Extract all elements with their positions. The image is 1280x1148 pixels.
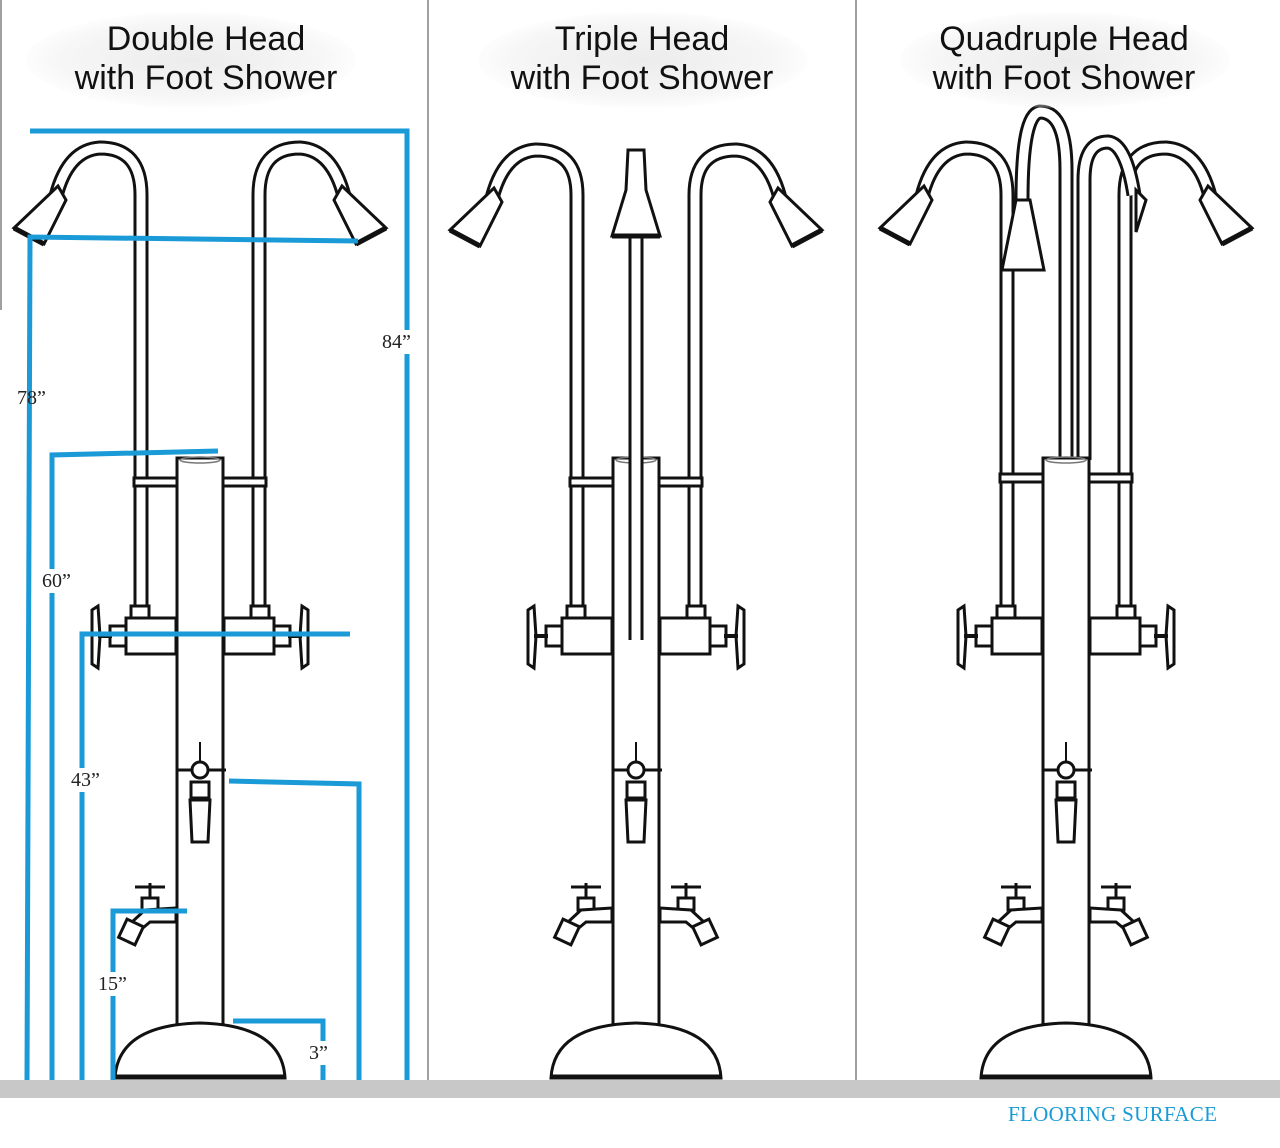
title-backdrop — [478, 12, 808, 108]
title-line-1: Triple Head — [554, 20, 730, 58]
dimension-78: 78” — [17, 387, 46, 409]
double-head-shower — [14, 140, 386, 1078]
floor-surface — [0, 1080, 1280, 1098]
quadruple-head-shower — [880, 104, 1252, 1078]
title-line-1: Quadruple Head — [939, 20, 1189, 58]
dimension-84: 84” — [382, 330, 411, 354]
title-line-2: with Foot Shower — [510, 59, 774, 97]
title-backdrop — [900, 12, 1230, 108]
title-line-2: with Foot Shower — [932, 59, 1196, 97]
dimension-43: 43” — [71, 768, 100, 792]
panel-title-triple: Triple Head with Foot Shower — [452, 20, 832, 98]
title-line-1: Double Head — [106, 20, 306, 58]
panel-title-quadruple: Quadruple Head with Foot Shower — [874, 20, 1254, 98]
triple-head-shower — [450, 142, 822, 1078]
panel-title-double: Double Head with Foot Shower — [16, 20, 396, 98]
title-line-2: with Foot Shower — [74, 59, 338, 97]
dimension-3: 3” — [309, 1041, 328, 1065]
dimension-15: 15” — [98, 972, 127, 996]
flooring-surface-label: FLOORING SURFACE — [1008, 1102, 1218, 1126]
dimension-60: 60” — [42, 569, 71, 593]
title-backdrop — [26, 12, 356, 108]
dimension-lines — [24, 128, 410, 1081]
